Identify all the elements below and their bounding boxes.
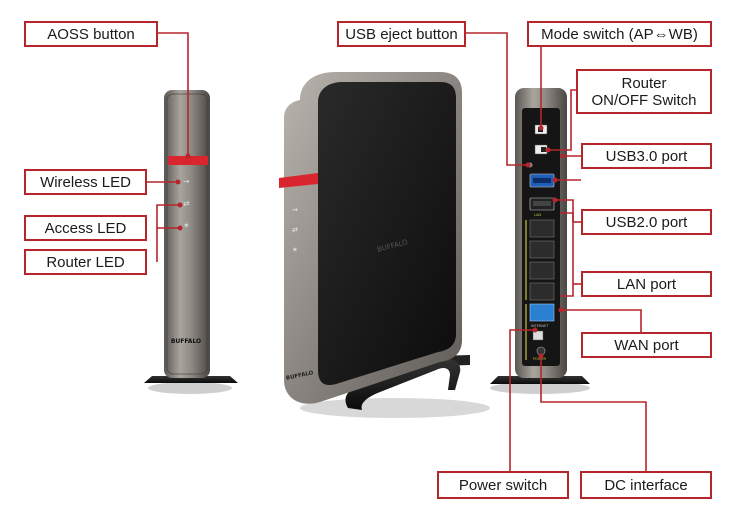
callout-dots	[175, 125, 566, 359]
label-wan-port: WAN port	[581, 332, 712, 358]
aoss-button-strip	[168, 156, 208, 165]
label-lan-port: LAN port	[581, 271, 712, 297]
svg-text:✶: ✶	[292, 246, 298, 254]
leader-access-led	[156, 204, 180, 228]
leader-dc-interface	[540, 356, 647, 471]
wireless-led-icon: ⇝	[183, 177, 190, 186]
leader-router-led	[156, 227, 180, 262]
svg-text:⇄: ⇄	[292, 226, 298, 234]
angled-led-icons: ⇝ ⇄ ✶	[292, 206, 298, 254]
power-port-label: POWER	[533, 357, 547, 361]
label-power-switch: Power switch	[437, 471, 569, 499]
leader-usb-eject	[466, 32, 528, 166]
label-usb-eject-button: USB eject button	[337, 21, 466, 47]
leader-lan-bracket	[560, 212, 574, 297]
label-access-led: Access LED	[24, 215, 147, 241]
router-led-icon: ✶	[183, 221, 190, 230]
label-usb3-port: USB3.0 port	[581, 143, 712, 169]
angled-brand-side: BUFFALO	[286, 370, 315, 382]
angled-stand	[345, 358, 461, 410]
label-usb2-port: USB2.0 port	[581, 209, 712, 235]
router-rear-view: LAN INTERNET POWER	[490, 88, 590, 394]
callout-lines	[147, 32, 647, 471]
front-stand	[144, 376, 238, 383]
wan-port-label: INTERNET	[531, 324, 549, 328]
label-router-led: Router LED	[24, 249, 147, 275]
leader-power-switch	[509, 329, 535, 471]
angled-aoss-strip	[279, 173, 318, 188]
label-mode-switch: Mode switch (AP⇔WB)	[527, 21, 712, 47]
front-led-icons: ⇝ ⇄ ✶	[183, 177, 190, 230]
front-brand: BUFFALO	[171, 338, 201, 345]
label-wireless-led: Wireless LED	[24, 169, 147, 195]
angled-front-panel	[318, 82, 456, 386]
leader-aoss-button	[158, 32, 189, 156]
wan-port-graphic	[529, 303, 555, 322]
router-front-view: ⇝ ⇄ ✶ BUFFALO	[144, 90, 238, 394]
leader-usb2-port-a	[555, 199, 574, 209]
access-led-icon: ⇄	[183, 199, 190, 208]
lan-port-label: LAN	[534, 213, 541, 217]
label-dc-interface: DC interface	[580, 471, 712, 499]
front-body	[164, 90, 210, 378]
svg-text:⇝: ⇝	[292, 206, 298, 214]
rear-shadow	[490, 382, 590, 394]
label-aoss-button: AOSS button	[24, 21, 158, 47]
leader-router-switch	[548, 89, 576, 151]
router-angled-view: ⇝ ⇄ ✶ BUFFALO BUFFALO	[279, 72, 490, 418]
power-switch-graphic	[532, 330, 544, 341]
rear-stand	[490, 376, 590, 384]
label-router-switch-line2: ON/OFF Switch	[591, 91, 697, 109]
label-router-switch-line1: Router	[621, 74, 667, 92]
angled-shadow	[300, 398, 490, 418]
label-router-switch: Router ON/OFF Switch	[576, 69, 712, 114]
leader-wan-port	[561, 309, 642, 332]
front-shadow	[148, 382, 232, 394]
lan-ports-graphic	[529, 219, 555, 301]
